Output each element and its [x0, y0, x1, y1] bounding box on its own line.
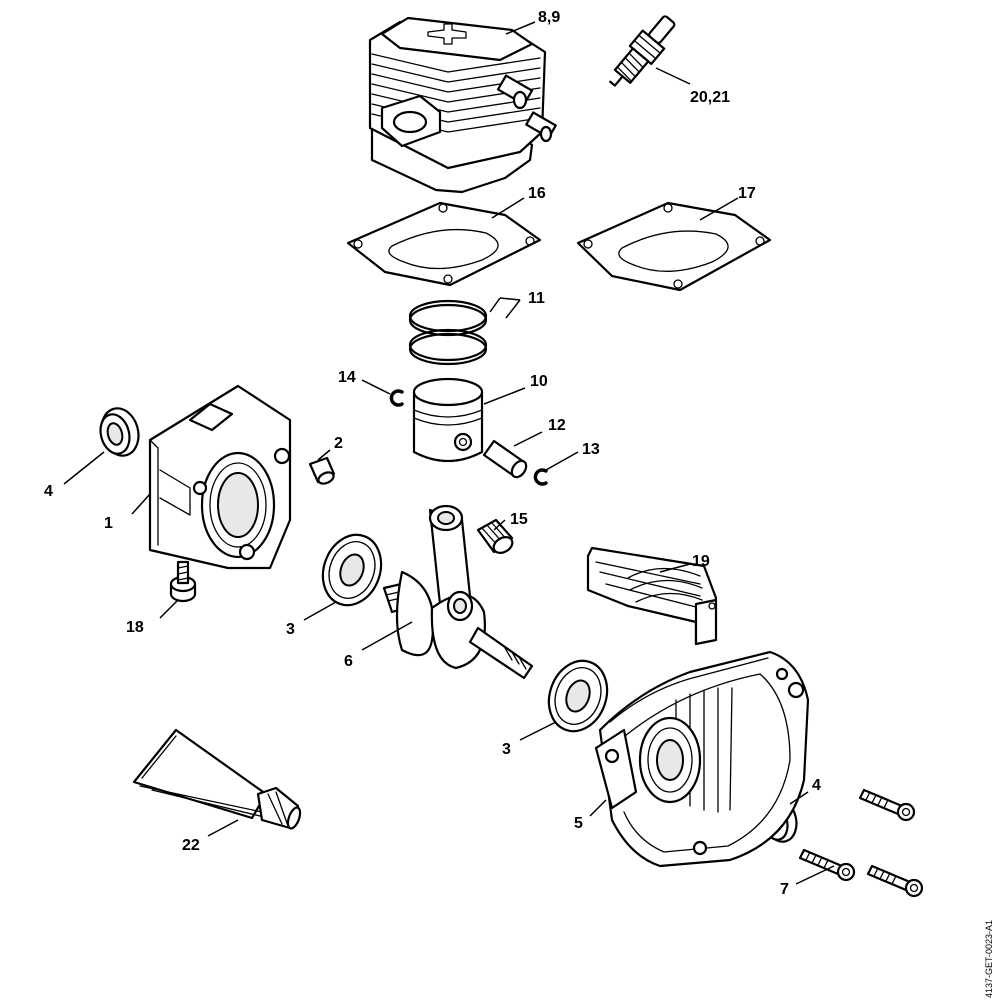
part-crankcase-half[interactable]: [148, 384, 292, 570]
part-oil-seal-left[interactable]: [96, 404, 143, 460]
callout-19: 19: [692, 553, 710, 570]
callout-22: 22: [182, 837, 200, 854]
callout-7: 7: [780, 881, 789, 898]
callout-18: 18: [126, 619, 144, 636]
part-piston[interactable]: [412, 377, 484, 462]
part-bearing-upper[interactable]: [313, 527, 390, 614]
callout-3-lower: 3: [502, 741, 511, 758]
part-piston-pin[interactable]: [482, 439, 529, 480]
callout-1: 1: [104, 515, 113, 532]
callout-17: 17: [738, 185, 756, 202]
callout-2: 2: [334, 435, 343, 452]
part-screw-18[interactable]: [169, 560, 197, 603]
part-screw-7c[interactable]: [866, 864, 924, 898]
callout-11: 11: [528, 290, 545, 307]
callout-15: 15: [510, 511, 528, 528]
callout-4-left: 4: [44, 483, 53, 500]
part-baffle[interactable]: [586, 546, 718, 646]
leader-lines: [63, 21, 835, 885]
callout-10: 10: [530, 373, 548, 390]
callout-labels: 8,9 20,21 16 17 11 10 14 12 13 2 15 1 4 …: [44, 9, 821, 898]
callout-5: 5: [574, 815, 583, 832]
callout-12: 12: [548, 417, 566, 434]
callout-3-upper: 3: [286, 621, 295, 638]
callout-16: 16: [528, 185, 546, 202]
part-circlip-13[interactable]: [533, 468, 548, 486]
part-needle-cage[interactable]: [476, 518, 515, 556]
callout-8-9: 8,9: [538, 9, 560, 26]
part-sleeve[interactable]: [308, 456, 336, 486]
part-screw-7b[interactable]: [798, 848, 856, 882]
part-crankshaft[interactable]: [382, 504, 534, 680]
part-circlip-14[interactable]: [389, 389, 404, 407]
part-piston-rings[interactable]: [408, 299, 488, 366]
part-grease-tube[interactable]: [132, 728, 302, 830]
part-screw-7a[interactable]: [858, 788, 916, 822]
part-spark-plug[interactable]: [604, 11, 681, 95]
part-gasket-16[interactable]: [346, 201, 542, 287]
document-id: 4137-GET-0023-A1: [984, 920, 994, 998]
part-bearing-lower[interactable]: [539, 653, 616, 740]
part-gasket-17[interactable]: [576, 201, 772, 292]
callout-14: 14: [338, 369, 356, 386]
part-crankcase-main[interactable]: [594, 650, 810, 868]
callout-6: 6: [344, 653, 353, 670]
part-cylinder[interactable]: [368, 16, 557, 194]
callout-13: 13: [582, 441, 600, 458]
callout-4-right: 4: [812, 777, 821, 794]
callout-20-21: 20,21: [690, 89, 730, 106]
